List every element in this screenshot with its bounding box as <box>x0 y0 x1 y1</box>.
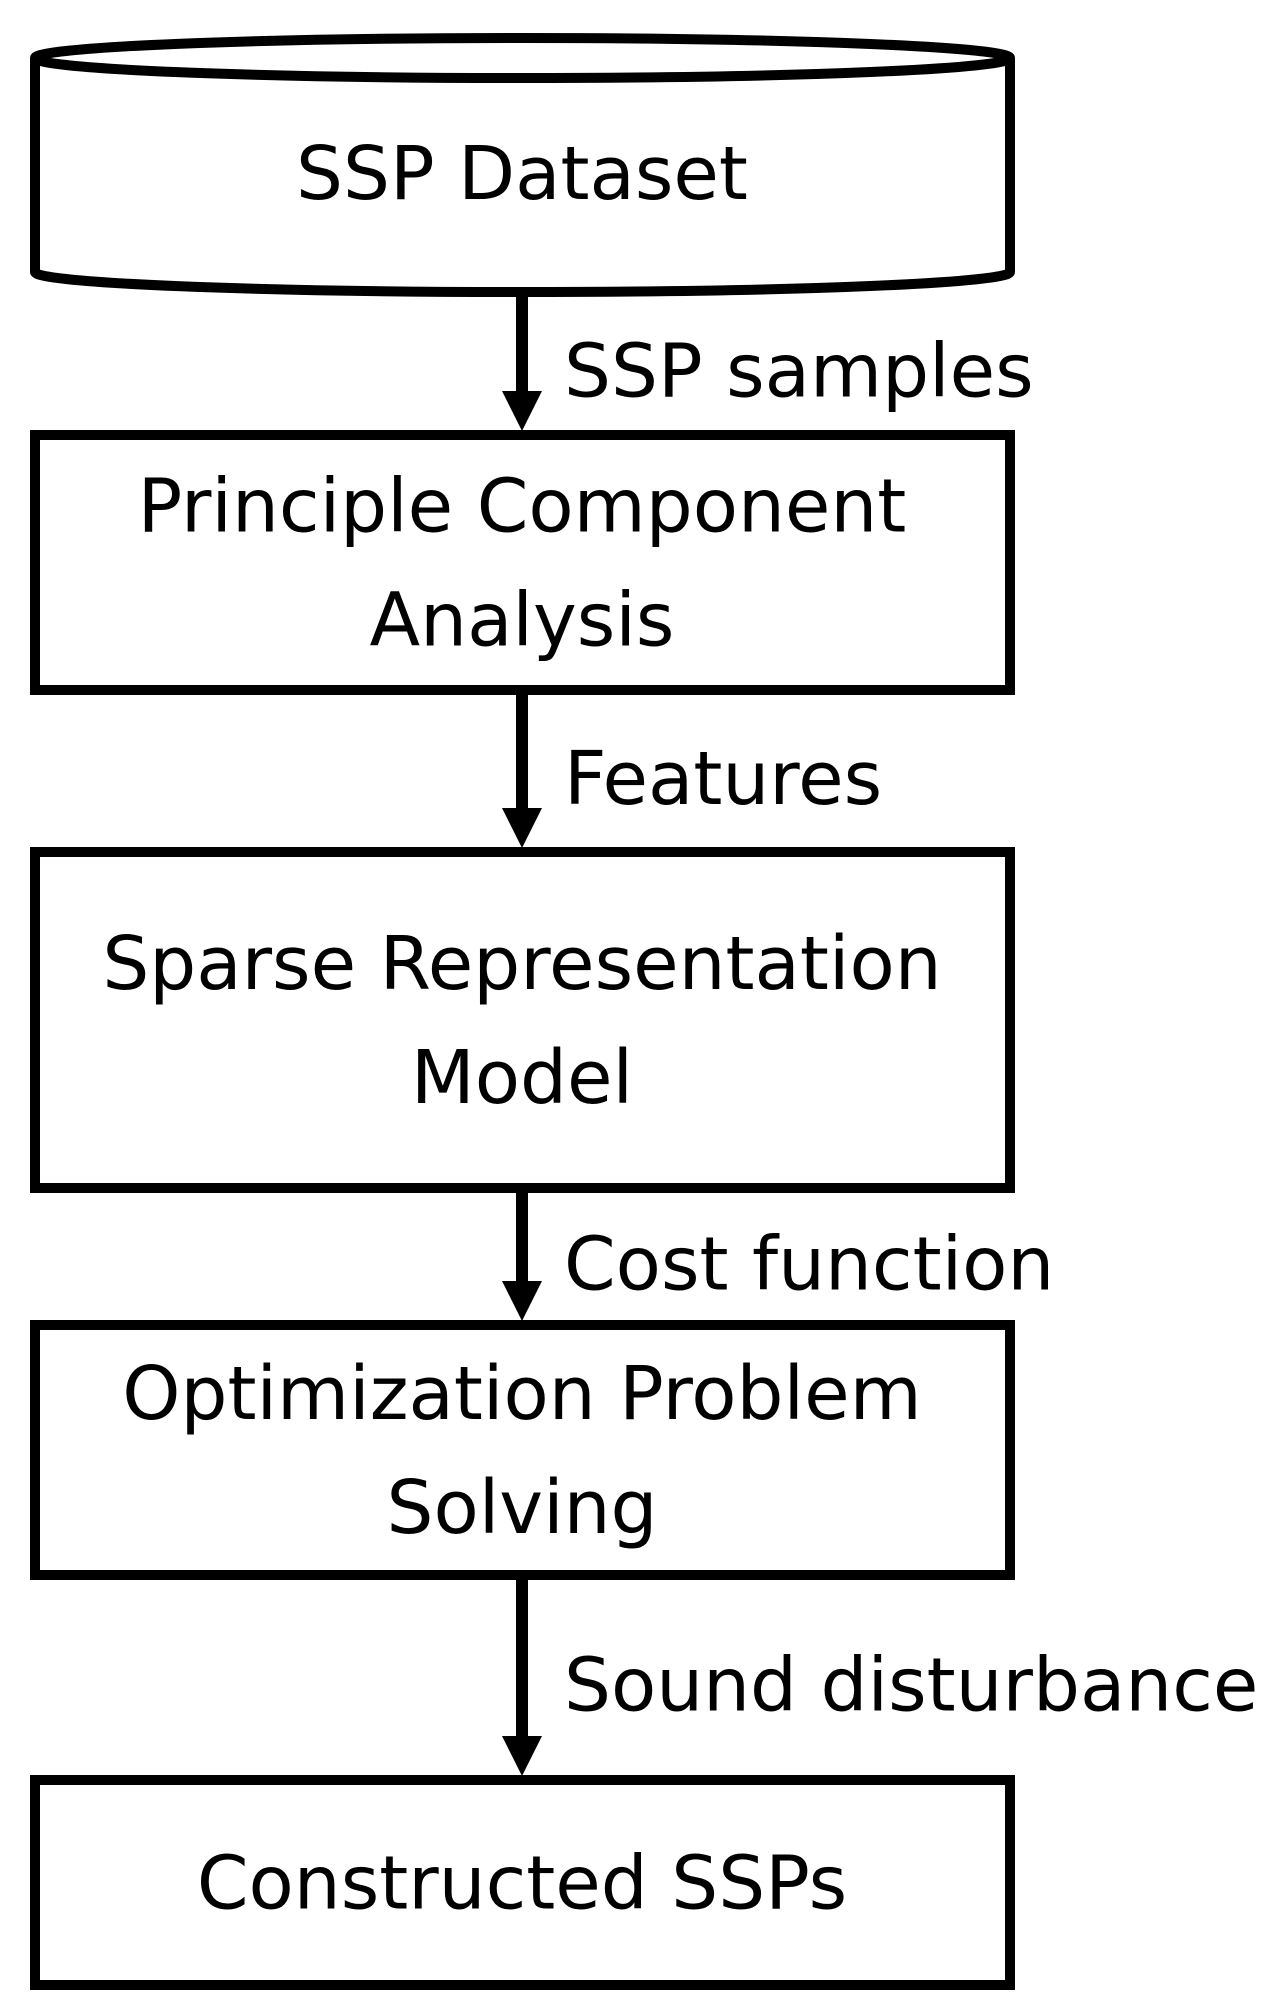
arrow-head <box>502 391 542 431</box>
edge-pca-srm: Features <box>502 690 882 848</box>
box-ops <box>30 1320 1015 1580</box>
arrow-head <box>502 1736 542 1776</box>
edge-label-pca-srm: Features <box>564 736 882 822</box>
cylinder-body <box>30 58 1015 297</box>
node-label-ops-1: Solving <box>386 1465 657 1551</box>
edge-dataset-pca: SSP samples <box>502 292 1034 431</box>
edge-ops-output: Sound disturbance <box>502 1575 1258 1776</box>
node-label-dataset-0: SSP Dataset <box>296 131 748 217</box>
node-output: Constructed SSPs <box>30 1775 1015 1990</box>
node-label-ops-0: Optimization Problem <box>122 1351 921 1437</box>
edge-label-srm-ops: Cost function <box>564 1222 1054 1308</box>
box-srm <box>30 847 1015 1193</box>
box-pca <box>30 430 1015 695</box>
node-label-srm-1: Model <box>411 1035 633 1121</box>
node-dataset: SSP Dataset <box>30 33 1015 297</box>
node-label-srm-0: Sparse Representation <box>102 921 941 1007</box>
node-label-pca-0: Principle Component <box>138 464 907 550</box>
edge-label-dataset-pca: SSP samples <box>564 329 1034 415</box>
edge-srm-ops: Cost function <box>502 1188 1054 1321</box>
arrow-head <box>502 1281 542 1321</box>
arrow-head <box>502 808 542 848</box>
node-label-pca-1: Analysis <box>370 578 675 664</box>
edge-label-ops-output: Sound disturbance <box>564 1643 1258 1729</box>
node-label-output-0: Constructed SSPs <box>197 1841 847 1927</box>
box-output <box>30 1775 1015 1990</box>
cylinder-top <box>30 33 1015 83</box>
